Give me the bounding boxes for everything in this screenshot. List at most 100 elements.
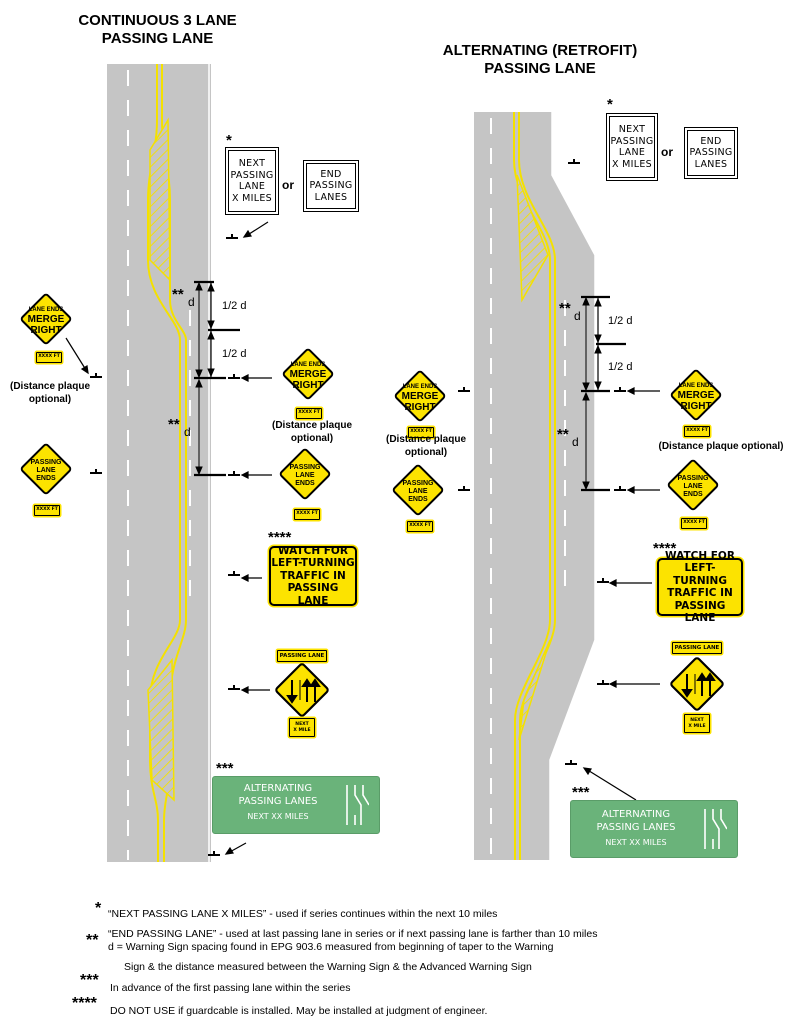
footnote-1-stars: * bbox=[95, 900, 102, 917]
footnote-2-line-3: Sign & the distance measured between the… bbox=[124, 961, 532, 973]
right-arrows bbox=[582, 387, 660, 801]
svg-text:PASSING: PASSING bbox=[403, 480, 435, 487]
left-dim-stars-2: ** bbox=[168, 416, 180, 433]
left-title-line2: PASSING LANE bbox=[101, 30, 214, 47]
merge-line1: LANE ENDS bbox=[29, 307, 64, 313]
right-sign-posts bbox=[458, 159, 626, 765]
right-distance-plaque-note-1: (Distance plaque optional) bbox=[385, 434, 467, 458]
left-title-line1: CONTINUOUS 3 LANE bbox=[78, 12, 237, 29]
svg-text:LANE ENDS: LANE ENDS bbox=[403, 384, 438, 390]
left-distance-plaque-note-1: (Distance plaque optional) bbox=[9, 381, 91, 405]
alternating-lanes-icon bbox=[346, 785, 369, 825]
svg-text:MERGE: MERGE bbox=[290, 369, 327, 380]
left-merge-right-sign-outer: LANE ENDS MERGE RIGHT bbox=[20, 293, 72, 345]
svg-text:LANE: LANE bbox=[683, 483, 702, 490]
right-title: ALTERNATING (RETROFIT) PASSING LANE bbox=[420, 42, 660, 78]
left-next-passing-lane-sign: NEXT PASSING LANE X MILES bbox=[228, 150, 276, 212]
left-inner-distance-plaque: XXXX FT bbox=[296, 408, 322, 419]
left-dim-d-1: d bbox=[188, 295, 195, 309]
right-inner-distance-plaque: XXXX FT bbox=[684, 426, 710, 437]
right-merge-right-sign-inner: LANE ENDS MERGE RIGHT bbox=[670, 369, 722, 421]
svg-text:ENDS: ENDS bbox=[683, 491, 703, 498]
right-half-d-1: 1/2 d bbox=[608, 315, 633, 327]
footnote-3-stars: *** bbox=[80, 972, 99, 989]
footnote-4-text: DO NOT USE if guardcable is installed. M… bbox=[110, 1005, 488, 1017]
svg-text:PASSING: PASSING bbox=[678, 475, 710, 482]
left-dim-arrowheads bbox=[195, 281, 215, 476]
right-merge-right-sign-outer: LANE ENDS MERGE RIGHT bbox=[394, 370, 446, 422]
footnote-1-text: “NEXT PASSING LANE X MILES” - used if se… bbox=[108, 908, 498, 920]
right-passing-lane-plaque: PASSING LANE bbox=[672, 642, 722, 654]
right-passing-lane-ends-sign-outer: PASSING LANE ENDS bbox=[392, 464, 444, 516]
right-dimension-lines bbox=[581, 295, 626, 492]
right-alternating-guide-sign: ALTERNATING PASSING LANES NEXT XX MILES bbox=[570, 800, 738, 858]
left-distance-plaque-note-2: (Distance plaque optional) bbox=[271, 420, 353, 444]
right-half-d-2: 1/2 d bbox=[608, 361, 633, 373]
right-road bbox=[474, 112, 596, 860]
left-alternating-guide-sign: ALTERNATING PASSING LANES NEXT XX MILES bbox=[212, 776, 380, 834]
right-lane-arrows-sign bbox=[670, 657, 724, 711]
footnote-2-stars: ** bbox=[86, 932, 99, 949]
left-next-sign-star: * bbox=[226, 132, 232, 149]
right-end-passing-lanes-sign: END PASSING LANES bbox=[687, 130, 735, 176]
left-or-label: or bbox=[282, 178, 294, 192]
left-sign-posts bbox=[90, 234, 240, 856]
footnote-2-line-1: “END PASSING LANE” - used at last passin… bbox=[108, 928, 598, 940]
footnote-3-text: In advance of the first passing lane wit… bbox=[110, 982, 351, 994]
right-dim-stars-2: ** bbox=[557, 426, 569, 443]
svg-text:ENDS: ENDS bbox=[36, 475, 56, 482]
left-dimension-lines bbox=[194, 280, 240, 477]
left-inner-distance-plaque-2: XXXX FT bbox=[294, 509, 320, 520]
right-passing-lane-ends-sign-inner: PASSING LANE ENDS bbox=[667, 459, 719, 511]
right-next-passing-lane-sign: NEXT PASSING LANE X MILES bbox=[609, 116, 655, 178]
svg-text:ENDS: ENDS bbox=[295, 480, 315, 487]
right-outer-distance-plaque-2: XXXX FT bbox=[407, 521, 433, 532]
left-passing-lane-plaque: PASSING LANE bbox=[277, 650, 327, 662]
left-dim-d-2: d bbox=[184, 425, 191, 439]
svg-text:RIGHT: RIGHT bbox=[680, 401, 711, 412]
svg-text:LANE ENDS: LANE ENDS bbox=[679, 383, 714, 389]
left-outer-distance-plaque-2: XXXX FT bbox=[34, 505, 60, 516]
right-next-sign-star: * bbox=[607, 96, 613, 113]
left-end-passing-lanes-sign: END PASSING LANES bbox=[306, 163, 356, 209]
right-lane-arrow-icons bbox=[681, 672, 716, 698]
left-outer-distance-plaque: XXXX FT bbox=[36, 352, 62, 363]
left-passing-lane-ends-sign-outer: PASSING LANE ENDS bbox=[20, 443, 72, 495]
left-dim-stars-1: ** bbox=[172, 286, 184, 303]
right-or-label: or bbox=[661, 145, 673, 159]
left-green-stars: *** bbox=[216, 760, 234, 777]
left-arrows bbox=[65, 221, 272, 855]
svg-text:PASSING: PASSING bbox=[31, 459, 63, 466]
right-dim-stars-1: ** bbox=[559, 300, 571, 317]
left-road bbox=[107, 64, 211, 862]
right-dim-arrowheads bbox=[582, 296, 602, 491]
right-inner-distance-plaque-2: XXXX FT bbox=[681, 518, 707, 529]
left-watch-stars: **** bbox=[268, 529, 292, 546]
svg-text:LANE: LANE bbox=[295, 472, 314, 479]
left-half-d-2: 1/2 d bbox=[222, 348, 247, 360]
svg-text:RIGHT: RIGHT bbox=[292, 380, 323, 391]
svg-text:ENDS: ENDS bbox=[408, 496, 428, 503]
svg-text:LANE: LANE bbox=[408, 488, 427, 495]
left-watch-for-sign: WATCH FOR LEFT-TURNING TRAFFIC IN PASSIN… bbox=[269, 545, 357, 607]
right-dim-d-1: d bbox=[574, 309, 581, 323]
right-green-stars: *** bbox=[572, 784, 590, 801]
svg-text:RIGHT: RIGHT bbox=[404, 402, 435, 413]
right-outer-distance-plaque: XXXX FT bbox=[408, 427, 434, 438]
merge-line2: MERGE bbox=[28, 314, 65, 325]
lane-arrow-icons bbox=[286, 678, 321, 704]
left-title: CONTINUOUS 3 LANE PASSING LANE bbox=[50, 12, 265, 48]
right-alternating-lanes-icon bbox=[704, 809, 727, 849]
footnote-4-stars: **** bbox=[72, 995, 97, 1012]
right-distance-plaque-note-2: (Distance plaque optional) bbox=[658, 441, 784, 452]
left-lane-arrows-sign bbox=[275, 663, 329, 717]
left-half-d-1: 1/2 d bbox=[222, 300, 247, 312]
right-title-line2: PASSING LANE bbox=[484, 60, 596, 77]
svg-text:LANE: LANE bbox=[36, 467, 55, 474]
svg-text:MERGE: MERGE bbox=[402, 391, 439, 402]
left-merge-right-sign-inner: LANE ENDS MERGE RIGHT bbox=[282, 348, 334, 400]
footnote-2-line-2: d = Warning Sign spacing found in EPG 90… bbox=[108, 941, 554, 953]
right-title-line1: ALTERNATING (RETROFIT) bbox=[442, 42, 638, 59]
